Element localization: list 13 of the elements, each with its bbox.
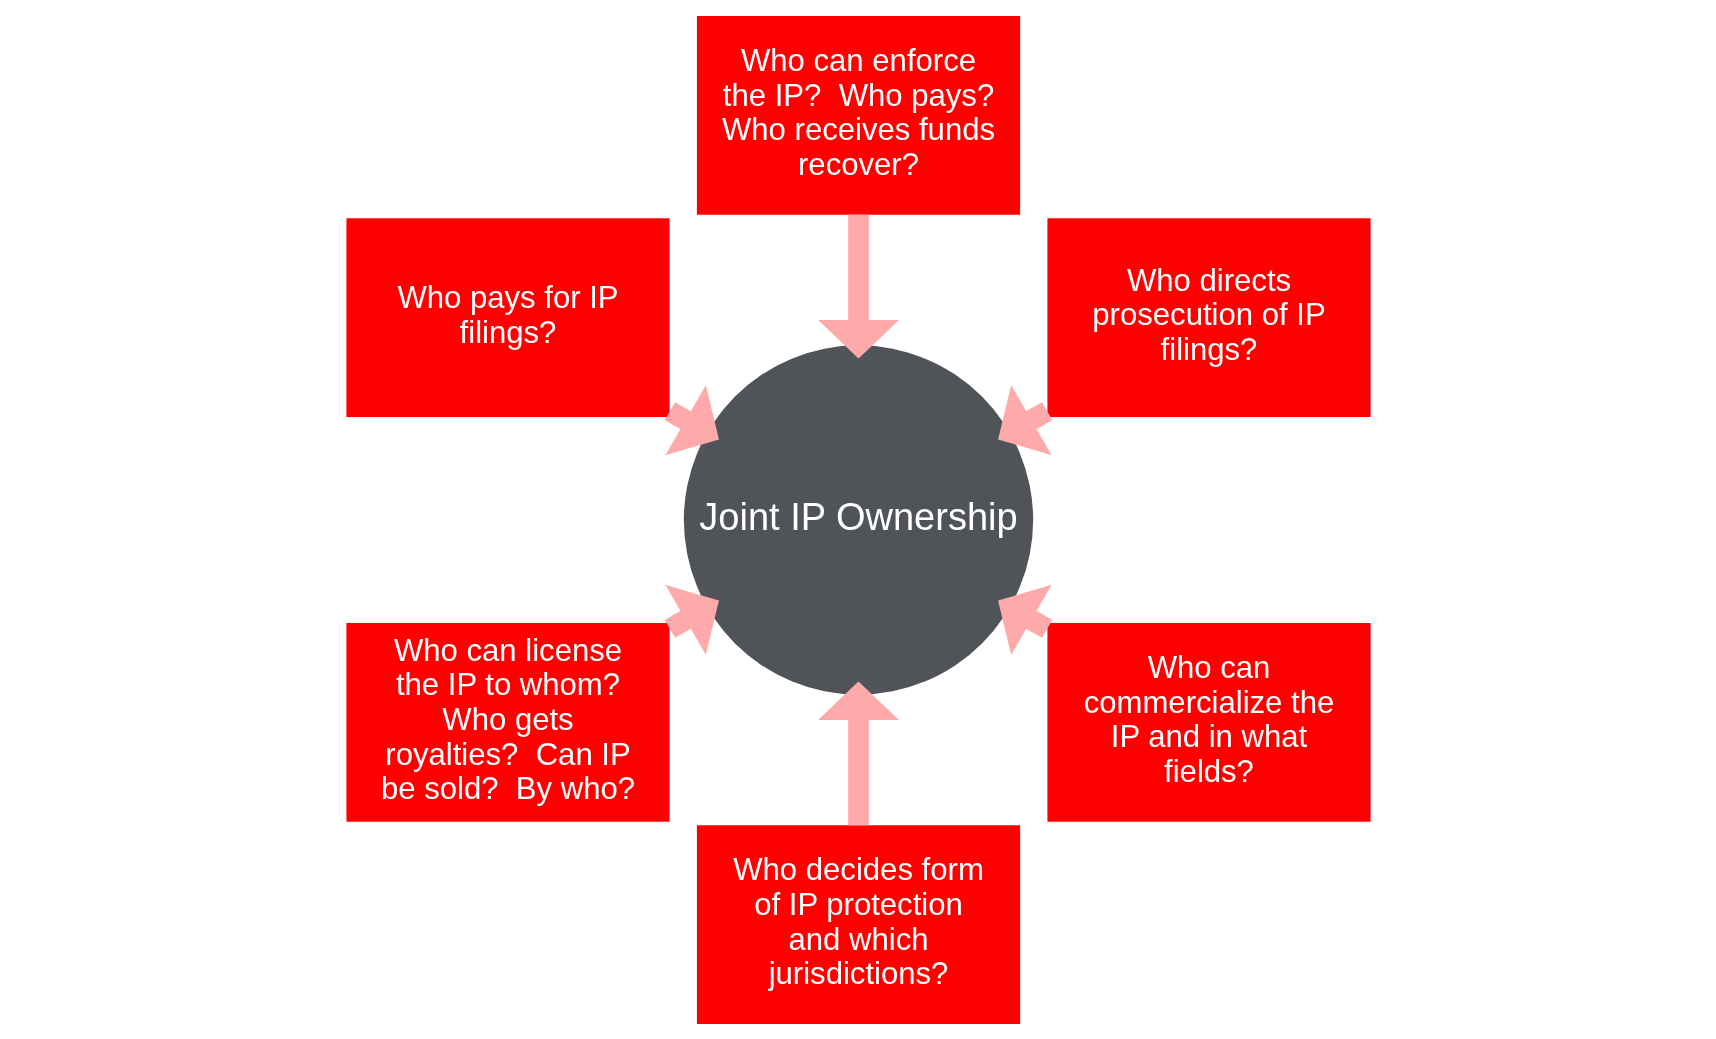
node-box: Who can license the IP to whom? Who gets royalties? Can IP be sold? By who? — [345, 622, 670, 822]
arrow — [664, 384, 719, 455]
node-box: Who pays for IP filings? — [345, 217, 670, 417]
node-circle: Joint IP Ownership — [683, 344, 1033, 695]
arrow — [997, 384, 1052, 455]
arrow — [997, 584, 1052, 655]
arrow — [817, 680, 899, 825]
node-box: Who can commercialize the IP and in what fields? — [1046, 622, 1371, 822]
node-box: Who can enforce the IP? Who pays? Who receives funds recover? — [696, 15, 1020, 215]
node-box: Who decides form of IP protection and which jurisdictions? — [696, 824, 1020, 1024]
node-box: Who directs prosecution of IP filings? — [1046, 217, 1371, 417]
arrow — [664, 584, 719, 655]
arrow — [817, 214, 899, 359]
